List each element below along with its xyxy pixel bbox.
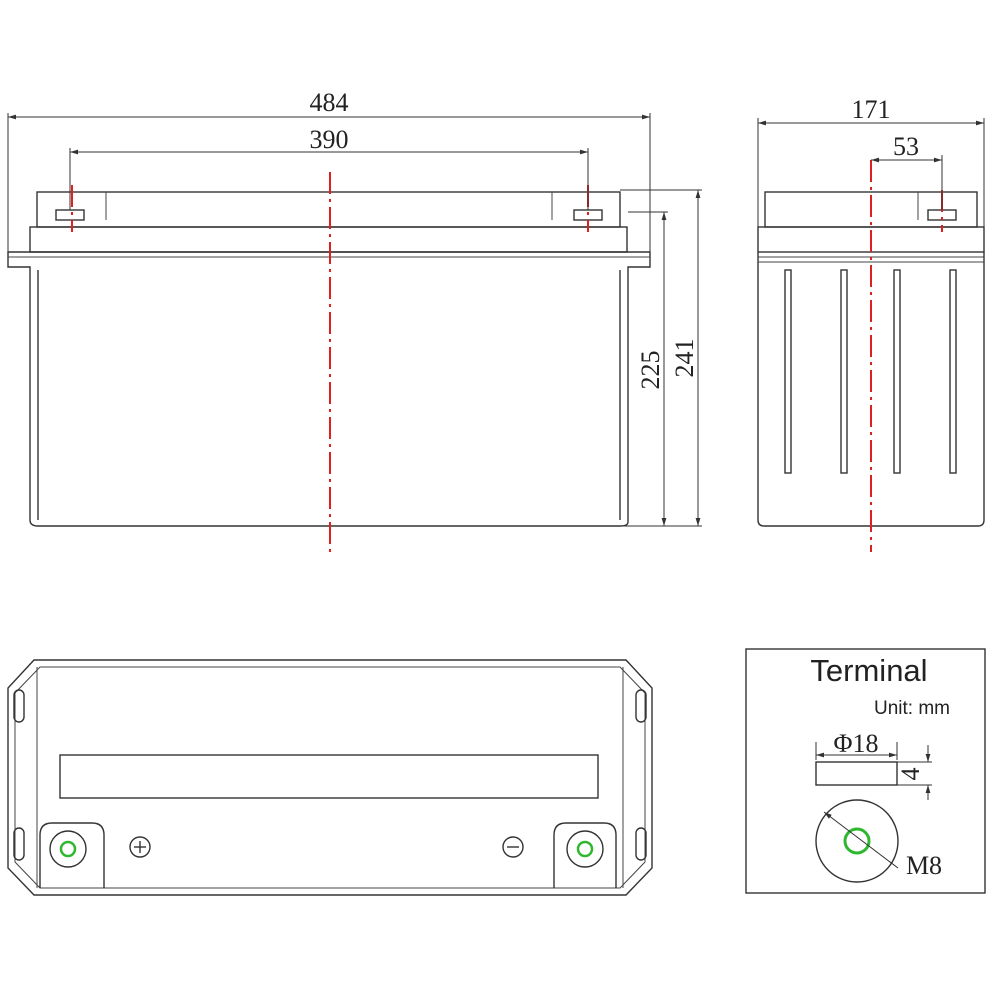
top-terminal-left-bolt xyxy=(59,840,77,858)
top-terminal-right xyxy=(566,830,604,868)
negative-icon xyxy=(502,836,524,858)
terminal-unit: Unit: mm xyxy=(874,698,950,719)
front-terminal-left xyxy=(55,209,85,221)
dim-484-label: 484 xyxy=(310,88,349,117)
top-label-area xyxy=(59,754,599,799)
top-terminal-right-bolt xyxy=(576,840,594,858)
dim-390-label: 390 xyxy=(310,125,349,154)
top-outline xyxy=(7,659,653,896)
top-terminal-left xyxy=(49,830,87,868)
dim-171-label: 171 xyxy=(852,95,891,124)
front-lid-top xyxy=(36,191,621,228)
dim-53-label: 53 xyxy=(893,132,919,161)
side-view: 171 53 xyxy=(757,95,985,552)
top-view xyxy=(7,659,653,896)
terminal-box-frame xyxy=(745,648,986,894)
terminal-thread-label: M8 xyxy=(906,851,942,880)
terminal-detail-box: Terminal Unit: mm Φ18 4 M8 xyxy=(745,648,986,894)
terminal-diameter-label: Φ18 xyxy=(833,729,878,758)
terminal-bolt-hole xyxy=(843,827,871,855)
dim-241-label: 241 xyxy=(670,339,699,378)
top-terminal-pad-right xyxy=(553,822,617,888)
positive-icon xyxy=(129,836,151,858)
dim-225-label: 225 xyxy=(636,351,665,390)
top-terminal-pad-left xyxy=(39,822,105,888)
terminal-title: Terminal xyxy=(810,653,927,688)
terminal-top-profile xyxy=(815,799,899,883)
front-lid xyxy=(29,226,628,253)
side-ribs xyxy=(784,269,957,474)
terminal-side-profile xyxy=(815,761,898,786)
terminal-thickness-label: 4 xyxy=(896,768,925,781)
front-view: 484 390 225 241 xyxy=(7,88,702,552)
top-slots xyxy=(13,689,647,861)
